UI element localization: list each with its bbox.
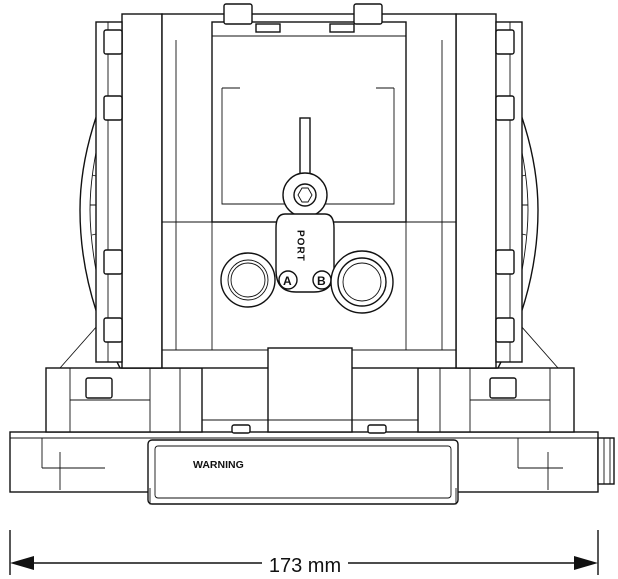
right-flange: [455, 13, 523, 369]
foot-bolts: [85, 377, 517, 399]
center-pedestal: [201, 347, 419, 434]
dimension-label: 173 mm: [269, 555, 341, 577]
port-selector: PORT A B: [275, 117, 335, 293]
right-bolts: [495, 29, 515, 343]
left-bolts: [103, 29, 123, 343]
warning-plate: WARNING: [147, 439, 459, 505]
dimension-line: 173 mm: [9, 530, 599, 577]
port-a-opening: [220, 252, 276, 308]
port-b-opening: [330, 250, 394, 314]
port-b-label: B: [317, 274, 326, 288]
warning-label: WARNING: [193, 459, 244, 471]
arrow-left-icon: [10, 556, 34, 570]
left-flange: [95, 13, 163, 369]
port-a-label: A: [283, 274, 292, 288]
port-label: PORT: [295, 230, 306, 262]
left-foot-block: [45, 367, 203, 433]
arrow-right-icon: [574, 556, 598, 570]
top-bolts: [223, 3, 383, 33]
